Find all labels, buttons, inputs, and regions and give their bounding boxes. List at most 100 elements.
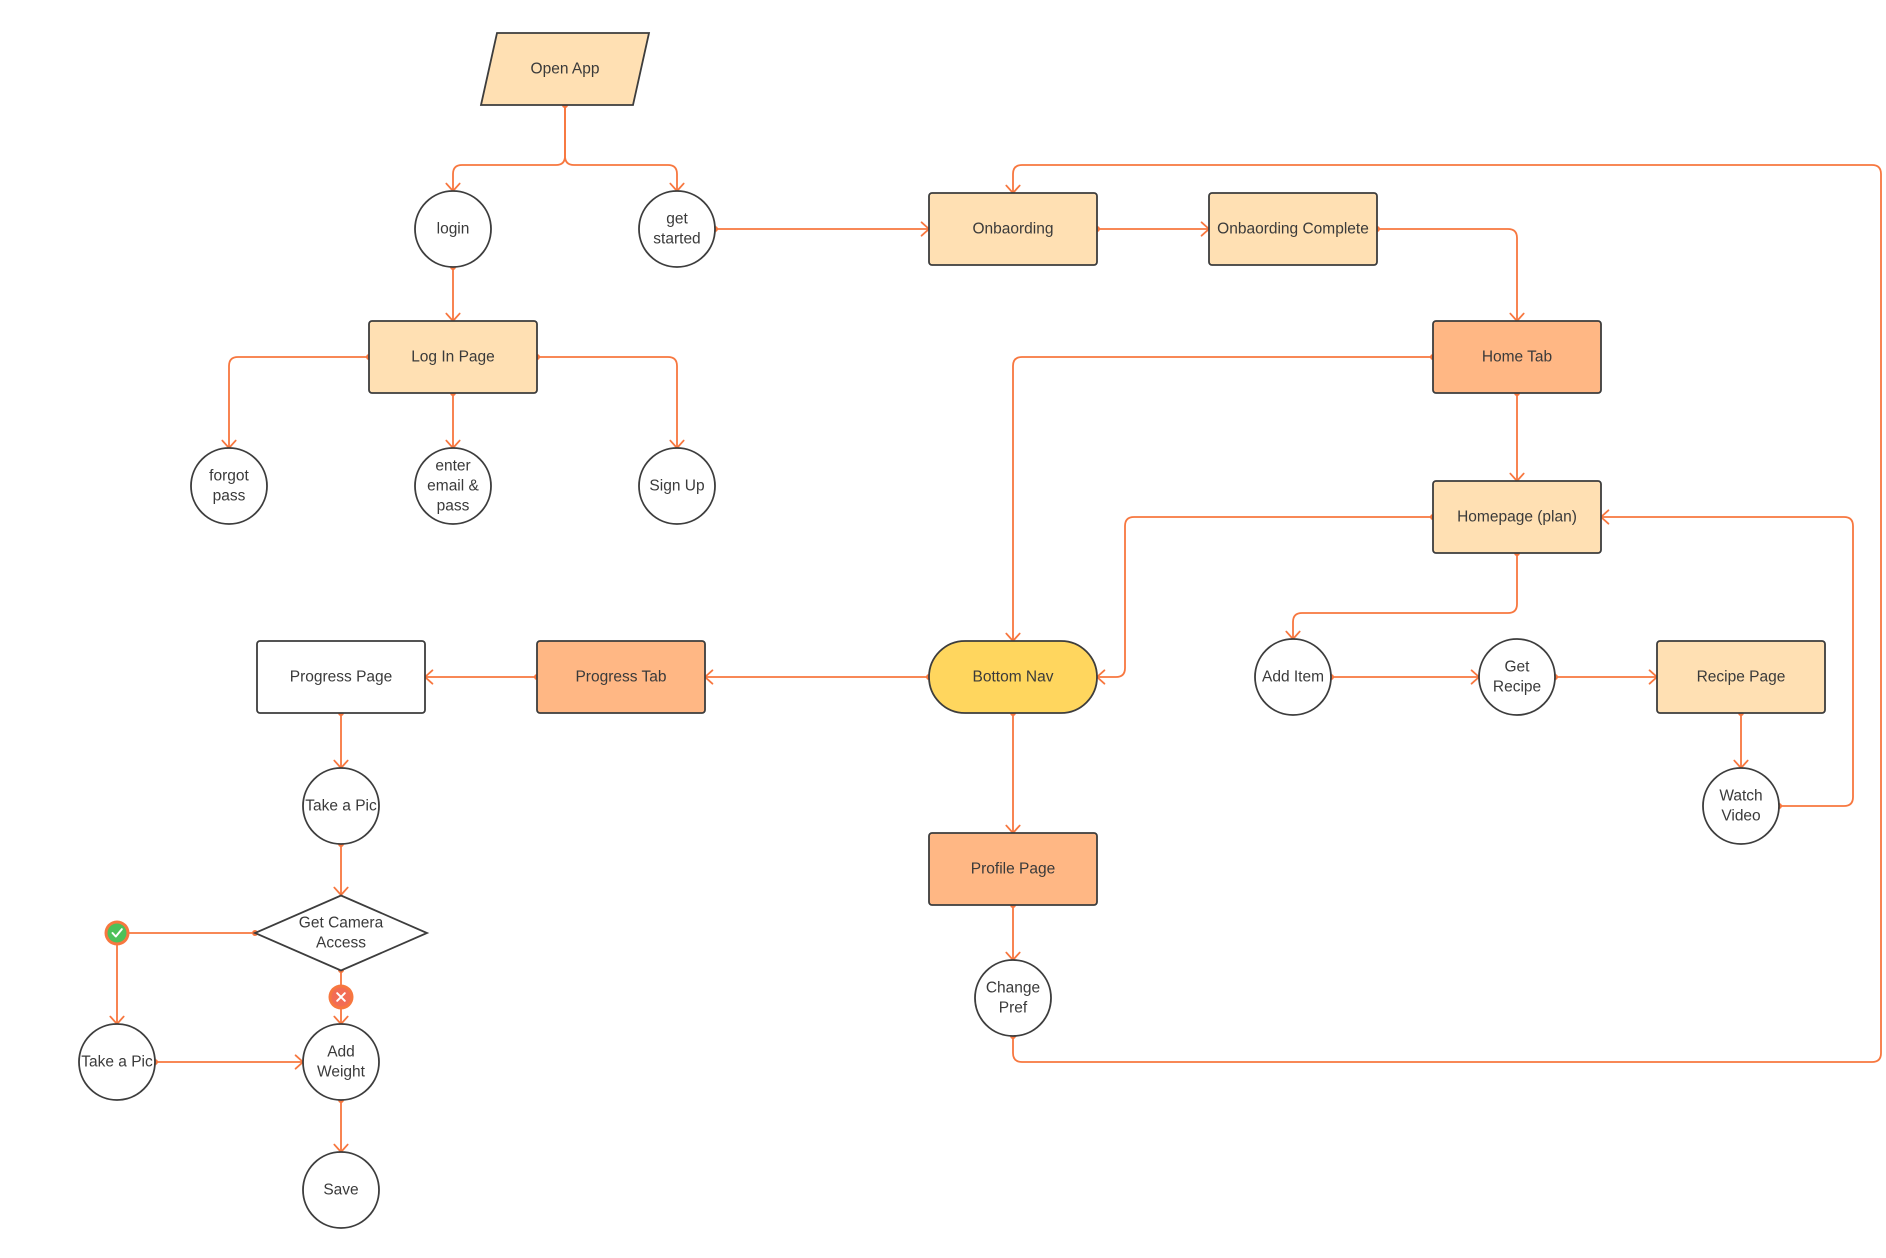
- node-label: Weight: [317, 1064, 366, 1081]
- connector-get-started-to-onboarding: [712, 221, 930, 237]
- node-log-in-page: Log In Page: [368, 320, 538, 394]
- connector-recipe-page-to-watch-video: [1733, 710, 1749, 769]
- node-label: enter: [435, 458, 470, 475]
- markers-layer: [104, 920, 354, 1010]
- circle-shape: [974, 959, 1052, 1037]
- node-label: Recipe: [1493, 679, 1541, 696]
- connector-onboarding-complete-to-home-tab: [1374, 226, 1525, 322]
- node-homepage-plan: Homepage (plan): [1432, 480, 1602, 554]
- connector-line: [116, 932, 256, 1025]
- node-label: Take a Pic: [81, 1054, 153, 1071]
- node-profile-page: Profile Page: [928, 832, 1098, 906]
- rect-shape: [928, 832, 1098, 906]
- circle-shape: [1702, 767, 1780, 845]
- node-home-tab: Home Tab: [1432, 320, 1602, 394]
- node-label: Log In Page: [411, 349, 495, 366]
- node-recipe-page: Recipe Page: [1656, 640, 1826, 714]
- node-label: Progress Tab: [575, 669, 666, 686]
- node-label: Add Item: [1262, 669, 1324, 686]
- rect-shape: [1208, 192, 1378, 266]
- connector-log-in-page-to-sign-up: [534, 354, 685, 449]
- node-label: Onbaording Complete: [1217, 221, 1369, 238]
- connector-line: [1292, 552, 1518, 640]
- connector-line: [564, 104, 678, 192]
- connector-homepage-plan-to-add-item: [1285, 550, 1520, 640]
- diamond-shape: [252, 894, 430, 972]
- node-label: Profile Page: [971, 861, 1055, 878]
- circle-shape: [414, 190, 492, 268]
- node-label: Video: [1721, 808, 1760, 825]
- connector-add-item-to-get-recipe: [1328, 669, 1480, 685]
- connector-bottom-nav-to-progress-tab: [704, 669, 932, 685]
- connector-line: [1012, 356, 1434, 642]
- rect-shape: [1656, 640, 1826, 714]
- node-label: Open App: [531, 61, 600, 78]
- connector-line: [1096, 516, 1434, 678]
- node-add-item: Add Item: [1254, 638, 1332, 716]
- node-label: started: [653, 231, 700, 248]
- node-label: Progress Page: [290, 669, 393, 686]
- node-onboarding: Onbaording: [928, 192, 1098, 266]
- node-label: Bottom Nav: [973, 669, 1054, 686]
- node-label: Take a Pic: [305, 798, 377, 815]
- connector-line: [1012, 164, 1882, 1063]
- circle-shape: [302, 1023, 380, 1101]
- node-get-started: get started: [638, 190, 716, 268]
- node-label: Homepage (plan): [1457, 509, 1577, 526]
- connector-take-a-pic-2-to-add-weight: [152, 1054, 304, 1070]
- node-progress-tab: Progress Tab: [536, 640, 706, 714]
- connector-log-in-page-to-forgot-pass: [221, 354, 372, 449]
- node-label: Save: [323, 1182, 358, 1199]
- circle-shape: [638, 447, 716, 525]
- connector-log-in-page-to-enter-email-pass: [445, 390, 461, 449]
- circle-shape: [78, 1023, 156, 1101]
- connector-line: [452, 104, 566, 192]
- rect-shape: [928, 192, 1098, 266]
- circle-shape: [638, 190, 716, 268]
- node-label: Sign Up: [649, 478, 704, 495]
- parallelogram-shape: [479, 32, 651, 106]
- node-label: Add: [327, 1044, 355, 1061]
- circle-shape: [190, 447, 268, 525]
- connector-progress-page-to-take-a-pic-1: [333, 710, 349, 769]
- rect-shape: [368, 320, 538, 394]
- node-label: Get Camera: [299, 915, 384, 932]
- node-take-a-pic-1: Take a Pic: [302, 767, 380, 845]
- node-login: login: [414, 190, 492, 268]
- node-save: Save: [302, 1151, 380, 1229]
- close-icon: [328, 984, 354, 1010]
- node-label: Get: [1505, 659, 1531, 676]
- node-label: Watch: [1719, 788, 1762, 805]
- check-icon: [104, 920, 130, 946]
- node-label: pass: [437, 498, 470, 515]
- pill-shape: [928, 640, 1098, 714]
- connector-line: [536, 356, 678, 449]
- rect-shape: [1432, 320, 1602, 394]
- connector-progress-tab-to-progress-page: [424, 669, 540, 685]
- connector-line: [1600, 516, 1854, 807]
- node-label: forgot: [209, 468, 249, 485]
- node-label: pass: [213, 488, 246, 505]
- circle-shape: [302, 1151, 380, 1229]
- connector-line: [228, 356, 370, 449]
- node-label: Pref: [999, 1000, 1028, 1017]
- rect-shape: [256, 640, 426, 714]
- connector-take-a-pic-1-to-get-camera-access: [333, 841, 349, 896]
- node-label: get: [666, 211, 688, 228]
- rect-shape: [536, 640, 706, 714]
- connector-get-camera-access-to-take-a-pic-2: [109, 930, 258, 1025]
- nodes-layer: Open App login get started Onbaording Onbaord…: [78, 32, 1826, 1229]
- connector-line: [1376, 228, 1518, 322]
- connector-get-recipe-to-recipe-page: [1552, 669, 1658, 685]
- connector-login-to-log-in-page: [445, 264, 461, 322]
- circle-shape: [414, 447, 492, 525]
- node-bottom-nav: Bottom Nav: [928, 640, 1098, 714]
- rect-shape: [1432, 480, 1602, 554]
- node-forgot-pass: forgot pass: [190, 447, 268, 525]
- node-progress-page: Progress Page: [256, 640, 426, 714]
